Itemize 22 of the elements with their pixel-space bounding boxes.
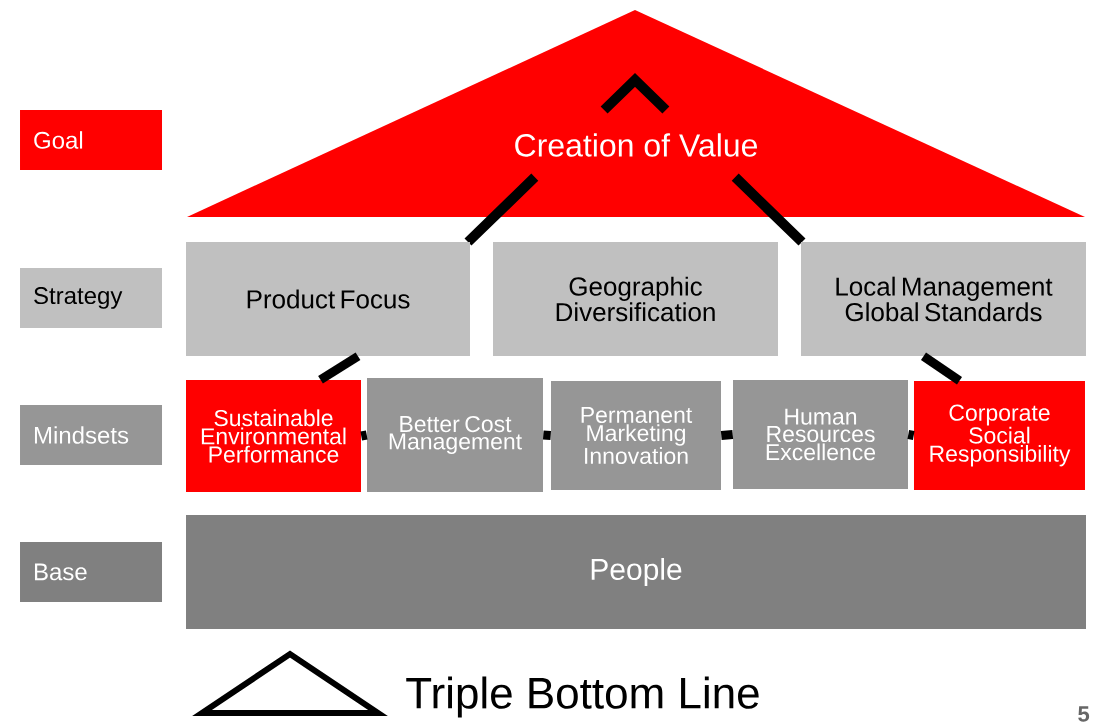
mindset-box: Human Resources Excellence bbox=[733, 380, 908, 489]
side-label: Mindsets bbox=[20, 405, 162, 465]
mindset-box: Better Cost Management bbox=[367, 378, 543, 492]
mindset-box: Permanent Marketing Innovation bbox=[551, 381, 721, 490]
mindset-box: Corporate Social Responsibility bbox=[914, 381, 1085, 490]
connector bbox=[318, 352, 361, 384]
mindset-box: Sustainable Environmental Performance bbox=[186, 380, 361, 492]
page-number: 5 bbox=[1078, 706, 1090, 722]
connector bbox=[907, 430, 915, 440]
strategy-box: Local Management Global Standards bbox=[801, 242, 1086, 356]
connector bbox=[542, 430, 552, 440]
connector bbox=[720, 430, 734, 440]
strategy-box: Product Focus bbox=[186, 242, 470, 356]
side-label: Base bbox=[20, 542, 162, 602]
base-bar: People bbox=[186, 515, 1086, 629]
symbol-caption: Triple Bottom Line bbox=[406, 676, 759, 718]
side-label: Goal bbox=[20, 110, 162, 170]
connector bbox=[920, 352, 962, 385]
connector bbox=[360, 430, 368, 441]
strategy-box: Geographic Diversification bbox=[493, 242, 778, 356]
roof-label: Creation of Value bbox=[507, 127, 765, 163]
side-label: Strategy bbox=[20, 268, 162, 328]
